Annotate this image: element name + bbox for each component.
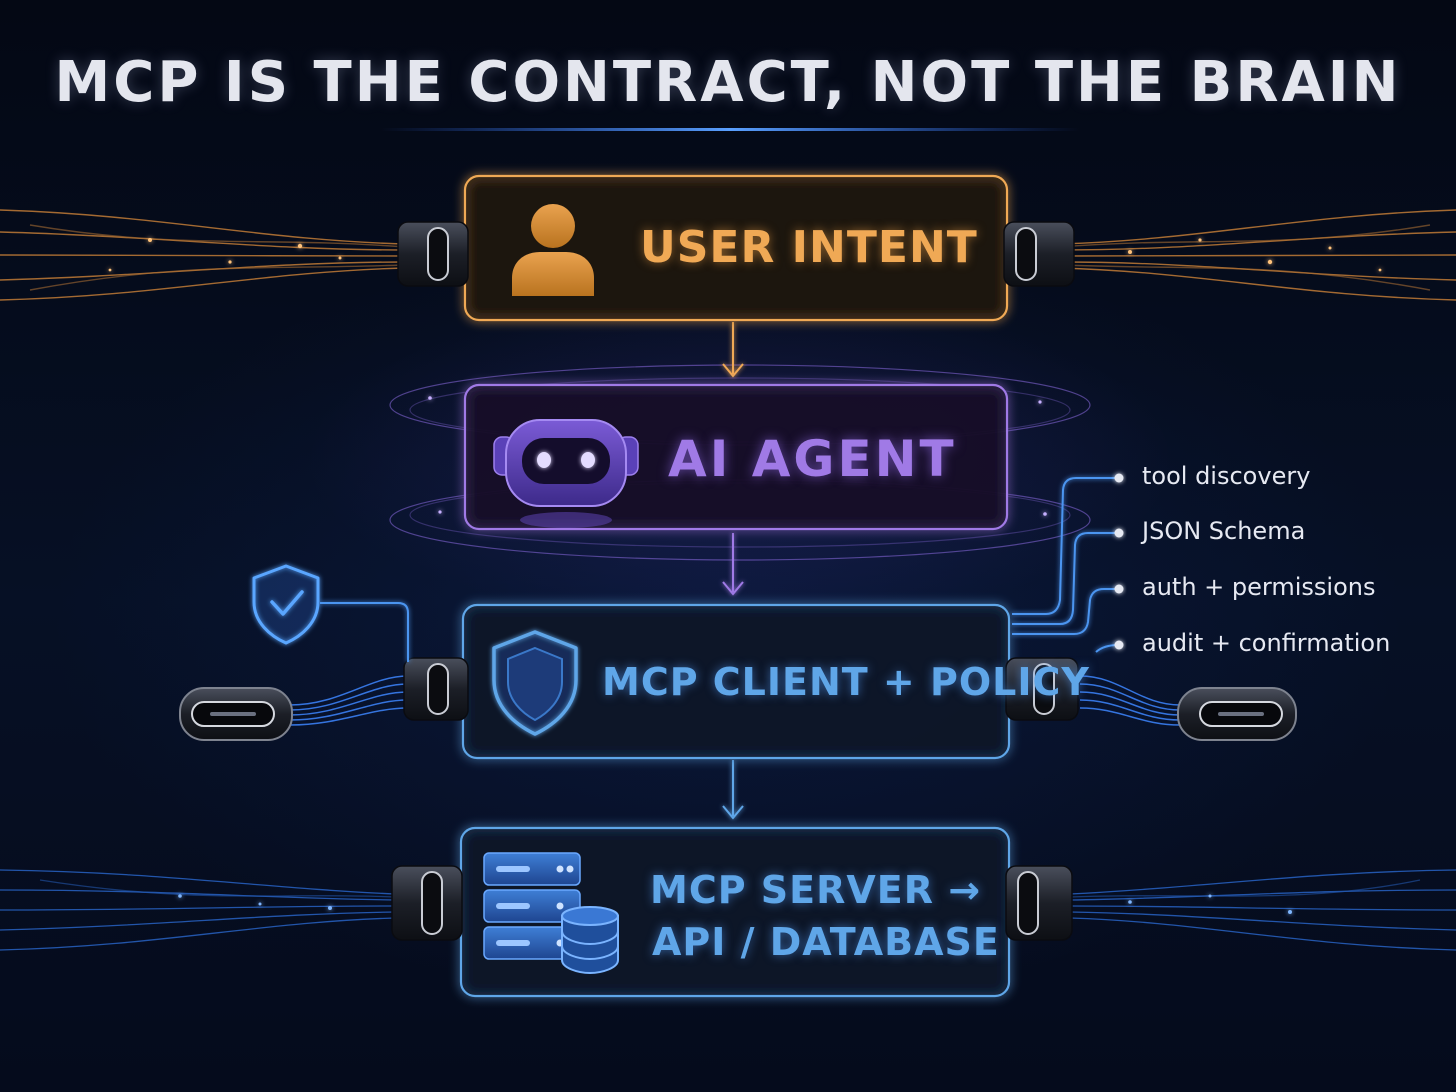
- server-sparkles: [178, 894, 1292, 914]
- server-left-wires: [0, 869, 396, 951]
- server-right-plug-icon: [1005, 865, 1073, 941]
- feature-tool-discovery: tool discovery: [1142, 462, 1311, 490]
- right-usb-c-connector-icon: [1177, 687, 1297, 741]
- badge-connector-line: [320, 602, 409, 662]
- client-left-plug-icon: [403, 657, 469, 721]
- user-intent-right-wires: [1059, 209, 1456, 301]
- feature-audit-confirmation: audit + confirmation: [1142, 629, 1391, 657]
- feature-auth-permissions: auth + permissions: [1142, 573, 1376, 601]
- user-icon: [512, 204, 594, 296]
- user-intent-right-plug-icon: [1003, 221, 1075, 287]
- mcp-server-label-line2: API / DATABASE: [652, 920, 1000, 964]
- client-left-wires: [289, 675, 409, 726]
- feature-bullets: [1114, 473, 1124, 650]
- client-right-plug-icon: [1005, 657, 1079, 721]
- server-right-wires: [1069, 869, 1456, 951]
- robot-icon: [493, 419, 639, 528]
- feature-branch-lines: [1012, 477, 1119, 653]
- mcp-server-label: MCP SERVER → API / DATABASE: [650, 864, 1000, 968]
- flow-arrow-3: [722, 760, 744, 820]
- shield-icon: [492, 630, 578, 736]
- ai-agent-label: AI AGENT: [668, 430, 957, 488]
- user-intent-label: USER INTENT: [640, 222, 978, 273]
- flow-arrow-1: [722, 322, 744, 378]
- shield-check-icon: [252, 564, 320, 645]
- user-intent-left-plug-icon: [397, 221, 469, 287]
- server-left-plug-icon: [391, 865, 463, 941]
- server-database-icon: [483, 852, 619, 975]
- flow-arrow-2: [722, 533, 744, 596]
- page-title: MCP IS THE CONTRACT, NOT THE BRAIN: [54, 50, 1402, 115]
- user-intent-left-wires: [0, 209, 406, 301]
- title-rule: [380, 128, 1080, 131]
- left-usb-c-connector-icon: [179, 687, 293, 741]
- feature-json-schema: JSON Schema: [1142, 517, 1306, 545]
- mcp-server-label-line1: MCP SERVER →: [650, 868, 982, 912]
- user-intent-sparkles: [108, 238, 1382, 272]
- mcp-client-policy-label: MCP CLIENT + POLICY: [602, 660, 1090, 704]
- client-right-wires: [1079, 675, 1181, 726]
- agent-sparkles: [428, 396, 1047, 516]
